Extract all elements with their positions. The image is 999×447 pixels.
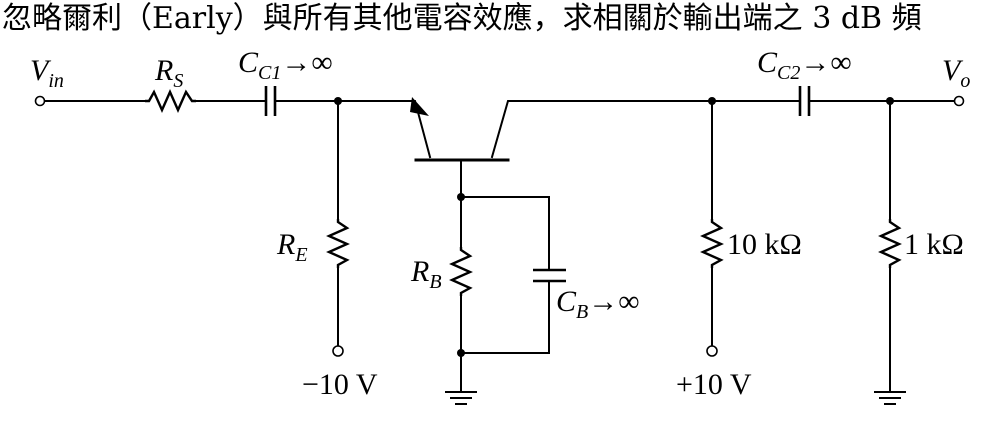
rl-value-label: 1 kΩ	[904, 228, 964, 261]
collector-wire	[490, 100, 713, 159]
vcc-label: +10 V	[676, 368, 752, 401]
vo-label: Vo	[942, 54, 970, 92]
vo-terminal	[953, 95, 965, 107]
cc2-label: CC2→∞	[757, 46, 852, 84]
cc1-label: CC1→∞	[238, 46, 333, 84]
vin-terminal	[34, 95, 46, 107]
ground-symbol-base	[445, 391, 477, 405]
resistor-rb	[449, 247, 473, 296]
ground-symbol-output	[874, 391, 906, 405]
vee-terminal	[332, 345, 344, 357]
re-label: RE	[276, 228, 308, 266]
vcc-terminal	[706, 345, 718, 357]
capacitor-cc2	[798, 86, 811, 116]
rs-label: RS	[154, 54, 183, 92]
capacitor-cc1	[264, 86, 277, 116]
vee-label: −10 V	[302, 368, 378, 401]
resistor-re	[326, 219, 350, 268]
resistor-rc	[700, 219, 724, 268]
vin-label: Vin	[30, 54, 64, 92]
cb-label: CB→∞	[556, 285, 640, 323]
resistor-rl	[878, 219, 902, 268]
emitter-arrow	[410, 97, 429, 116]
rb-label: RB	[410, 255, 442, 293]
emitter-wire	[274, 100, 432, 159]
problem-statement: 忽略爾利（Early）與所有其他電容效應，求相關於輸出端之 3 dB 頻	[2, 1, 922, 36]
capacitor-cb	[533, 268, 566, 283]
rc-value-label: 10 kΩ	[727, 228, 802, 261]
resistor-rs	[145, 89, 196, 113]
